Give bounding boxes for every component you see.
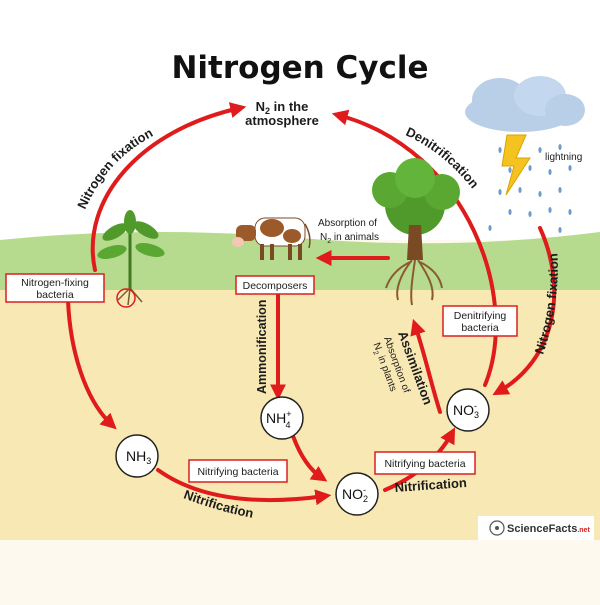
lightning-icon [501, 134, 531, 196]
box-nitrifying-bacteria-left: Nitrifying bacteria [188, 459, 288, 483]
svg-text:Decomposers: Decomposers [243, 280, 308, 292]
box-decomposers: Decomposers [235, 275, 315, 295]
svg-text:NO2-: NO2- [342, 485, 368, 504]
svg-text:Nitrogen-fixing: Nitrogen-fixing [21, 277, 89, 289]
svg-text:Denitrifying: Denitrifying [454, 310, 507, 322]
arrow-nh4-to-no2 [291, 434, 328, 482]
arrow-assimilation [410, 318, 442, 414]
brand-logo: ScienceFacts.net [478, 516, 594, 540]
box-nitrifying-bacteria-right: Nitrifying bacteria [374, 451, 476, 475]
tree-icon [372, 158, 460, 306]
plant-icon [97, 210, 165, 308]
compound-no2: NO2- [335, 472, 379, 516]
absorption-animals-line2: N2 in animals [320, 232, 379, 245]
svg-text:bacteria: bacteria [461, 322, 499, 334]
cow-icon [232, 217, 311, 260]
svg-text:NH+4: NH+4 [266, 409, 292, 430]
compound-no3: NO3- [446, 388, 490, 432]
atmosphere-label-line2: atmosphere [245, 113, 319, 128]
rain-icon [488, 142, 572, 233]
arrow-fixation-to-atmosphere [90, 102, 247, 272]
brand-name: ScienceFacts.net [507, 523, 590, 535]
atmosphere-label-line1: N2 in the [256, 99, 309, 116]
arrow-denitrification [331, 109, 498, 387]
svg-text:Nitrifying bacteria: Nitrifying bacteria [384, 458, 465, 470]
compound-nh3: NH3 [115, 434, 159, 478]
cloud-icon [465, 76, 585, 132]
page-title: Nitrogen Cycle [171, 50, 428, 86]
arrow-bacteria-to-nh3 [66, 298, 117, 430]
arrow-nh3-to-no2 [156, 468, 332, 506]
box-denitrifying-bacteria: Denitrifying bacteria [442, 305, 518, 337]
process-nitrification-right: Nitrification [394, 475, 467, 495]
svg-text:NO3-: NO3- [453, 401, 479, 420]
bottom-margin [0, 540, 600, 600]
svg-text:Nitrifying bacteria: Nitrifying bacteria [197, 466, 278, 478]
absorption-animals-line1: Absorption of [318, 218, 377, 229]
box-nitrogen-fixing-bacteria: Nitrogen-fixing bacteria [5, 273, 105, 303]
arrow-lightning-to-no3 [492, 226, 557, 396]
process-ammonification: Ammonification [255, 300, 269, 394]
root-nodule-highlight [116, 288, 136, 308]
compound-nh4: NH+4 [260, 396, 304, 440]
svg-text:NH3: NH3 [126, 448, 151, 466]
lightning-label: lightning [545, 152, 582, 163]
svg-text:bacteria: bacteria [36, 289, 74, 301]
